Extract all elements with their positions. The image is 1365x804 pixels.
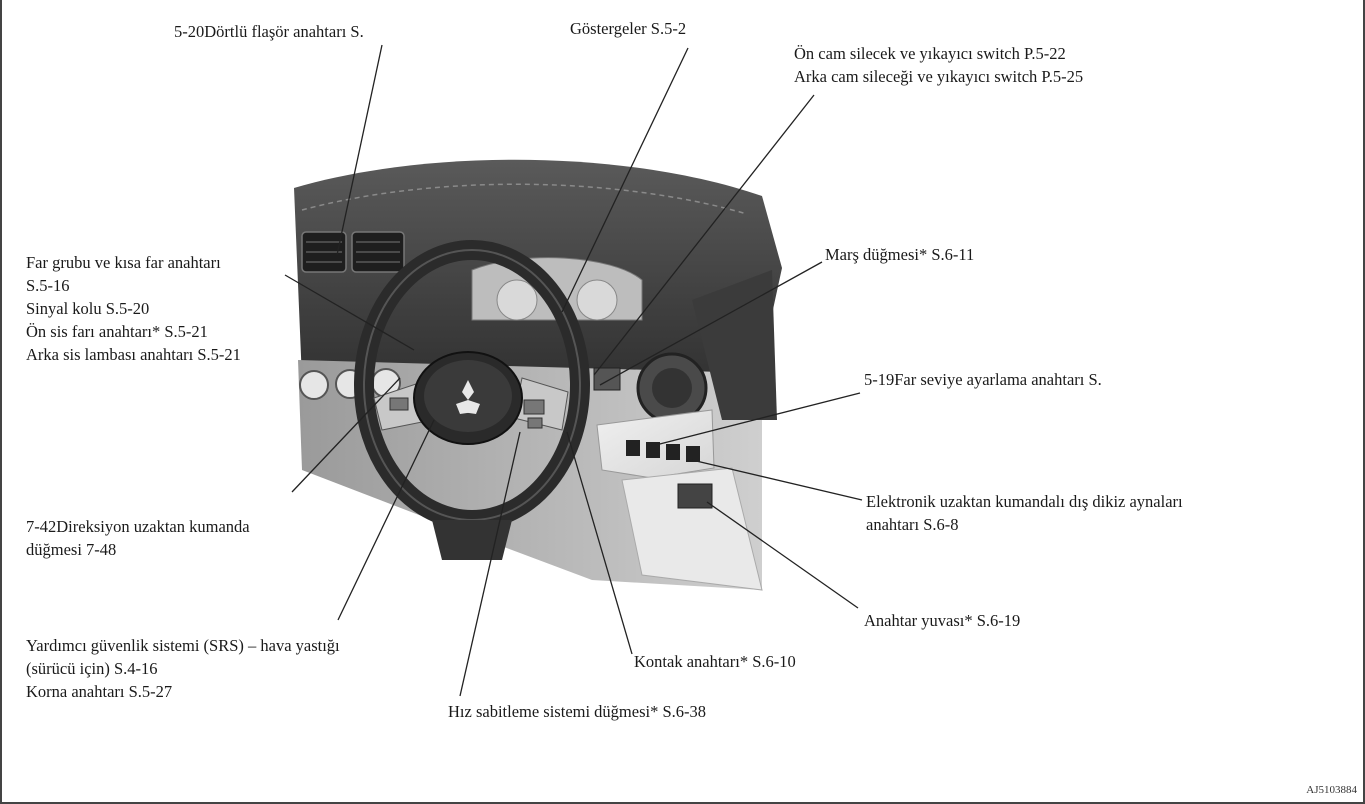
dashboard-stitching	[301, 183, 748, 215]
label-srs-1: Yardımcı güvenlik sistemi (SRS) – hava y…	[26, 636, 340, 655]
label-horn: Korna anahtarı S.5-27	[26, 682, 173, 701]
label-gauges: Göstergeler S.5-2	[570, 19, 687, 38]
label-wiper-front: Ön cam silecek ve yıkayıcı switch P.5-22	[794, 44, 1066, 63]
climate-knob-1	[299, 370, 329, 400]
label-headlamp-1: Far grubu ve kısa far anahtarı	[26, 253, 221, 272]
key-slot-area	[621, 467, 763, 591]
dashboard-side	[692, 270, 777, 420]
label-front-fog: Ön sis farı anahtarı* S.5-21	[26, 322, 208, 341]
label-light-switches: Far grubu ve kısa far anahtarı S.5-16 Si…	[26, 251, 241, 366]
label-mirrors: Elektronik uzaktan kumandalı dış dikiz a…	[866, 490, 1183, 536]
brand-logo	[456, 380, 480, 414]
label-srs: Yardımcı güvenlik sistemi (SRS) – hava y…	[26, 634, 340, 703]
label-srs-2: (sürücü için) S.4-16	[26, 659, 158, 678]
label-steering-remote: 7-42Direksiyon uzaktan kumanda düğmesi 7…	[26, 515, 250, 561]
label-ignition: Kontak anahtarı* S.6-10	[634, 652, 796, 671]
steering-column	[432, 520, 512, 560]
label-leveling-switch: 5-19Far seviye ayarlama anahtarı S.	[864, 370, 1102, 389]
label-start-button: Marş düğmesi* S.6-11	[825, 245, 975, 264]
label-steering-remote-1: 7-42Direksiyon uzaktan kumanda	[26, 517, 250, 536]
label-turn-signal: Sinyal kolu S.5-20	[26, 299, 150, 318]
figure-code: AJ5103884	[1306, 784, 1357, 796]
label-hazard-switch: 5-20Dörtlü flaşör anahtarı S.	[174, 22, 364, 41]
leader-lines	[284, 44, 863, 697]
label-wipers: Ön cam silecek ve yıkayıcı switch P.5-22…	[794, 42, 1083, 88]
label-mirrors-2: anahtarı S.6-8	[866, 515, 959, 534]
label-cruise-control: Hız sabitleme sistemi düğmesi* S.6-38	[448, 702, 707, 721]
label-mirrors-1: Elektronik uzaktan kumandalı dış dikiz a…	[866, 492, 1183, 511]
label-steering-remote-2: düğmesi 7-48	[26, 540, 117, 559]
label-wiper-rear: Arka cam sileceği ve yıkayıcı switch P.5…	[794, 67, 1084, 86]
label-headlamp-2: S.5-16	[26, 276, 70, 295]
label-rear-fog: Arka sis lambası anahtarı S.5-21	[26, 345, 241, 364]
label-key-slot: Anahtar yuvası* S.6-19	[864, 611, 1021, 630]
